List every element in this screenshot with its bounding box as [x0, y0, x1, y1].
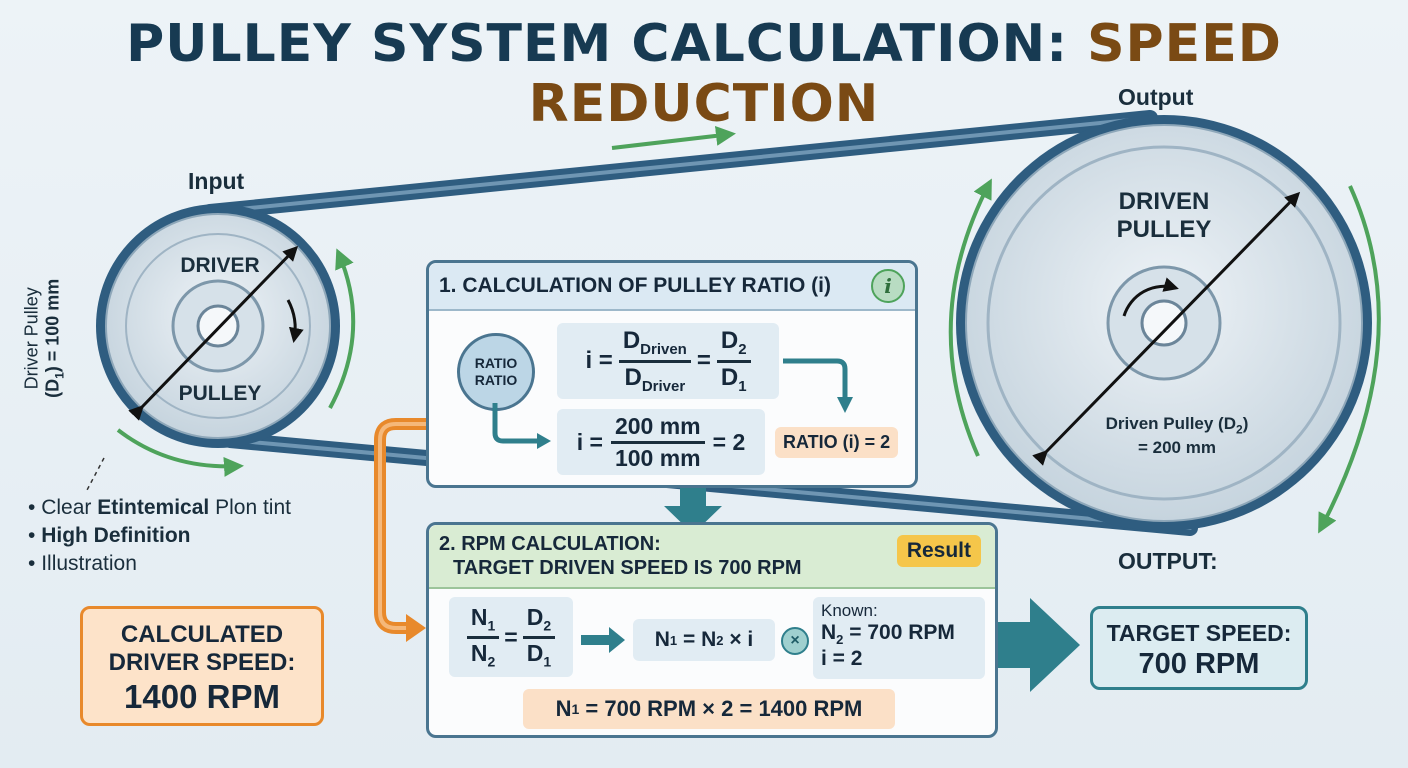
- title-accent: SPEED REDUCTION: [528, 14, 1282, 134]
- driver-dim-line1: Driver Pulley: [21, 287, 42, 390]
- pulley-label: PULLEY: [178, 382, 262, 405]
- bullet-item: • Illustration: [28, 552, 137, 575]
- ratio-panel: 1. CALCULATION OF PULLEY RATIO (i) i RAT…: [426, 260, 918, 488]
- target-speed: TARGET SPEED: 700 RPM: [1090, 606, 1308, 690]
- flow-arrow-icon: [783, 358, 853, 413]
- flow-arrow-icon: [492, 403, 551, 449]
- flow-arrow-icon: [581, 627, 625, 653]
- driver-dim-line2: (D1) = 100 mm: [42, 278, 67, 398]
- page-title: PULLEY SYSTEM CALCULATION: SPEED REDUCTI…: [0, 14, 1408, 134]
- known-values: Known: N2 = 700 RPM i = 2: [813, 597, 985, 679]
- title-main: PULLEY SYSTEM CALCULATION:: [126, 14, 1088, 74]
- driver-pulley: [96, 204, 340, 448]
- driven-pulley-label: PULLEY: [1116, 216, 1212, 243]
- output-bottom-label: OUTPUT:: [1118, 548, 1218, 574]
- info-icon[interactable]: i: [871, 269, 905, 303]
- flow-arrow-icon: [374, 418, 1080, 692]
- calculated-driver-speed: CALCULATED DRIVER SPEED: 1400 RPM: [80, 606, 324, 726]
- multiply-circle-icon: ×: [781, 627, 809, 655]
- result-badge: Result: [896, 535, 981, 567]
- output-label: Output: [1118, 84, 1194, 110]
- rotation-arrow-icon: [85, 125, 1381, 534]
- ratio-panel-title: 1. CALCULATION OF PULLEY RATIO (i): [439, 274, 831, 297]
- driven-pulley: [956, 115, 1372, 531]
- driver-dimension-label: Driver Pulley (D1) = 100 mm: [22, 238, 67, 438]
- rpm-panel-title: 2. RPM CALCULATION: TARGET DRIVEN SPEED …: [439, 533, 802, 579]
- rpm-panel: 2. RPM CALCULATION: TARGET DRIVEN SPEED …: [426, 522, 998, 738]
- driver-label: DRIVER: [180, 254, 260, 277]
- bullet-item: • Clear Etintemical Plon tint: [28, 496, 291, 519]
- input-label: Input: [188, 168, 245, 194]
- ratio-result: RATIO (i) = 2: [775, 427, 899, 458]
- driven-label: DRIVEN: [1118, 188, 1210, 215]
- bullet-list: • Clear Etintemical Plon tint • High Def…: [28, 494, 291, 578]
- rpm-panel-header: 2. RPM CALCULATION: TARGET DRIVEN SPEED …: [429, 525, 995, 589]
- driven-dim-line2: = 200 mm: [1138, 438, 1216, 458]
- driven-dim-line1: Driven Pulley (D2): [1105, 414, 1249, 437]
- ratio-panel-header: 1. CALCULATION OF PULLEY RATIO (i) i: [429, 263, 915, 311]
- bullet-item: • High Definition: [28, 524, 191, 547]
- driven-dimension-label: Driven Pulley (D2) = 200 mm: [1082, 414, 1272, 458]
